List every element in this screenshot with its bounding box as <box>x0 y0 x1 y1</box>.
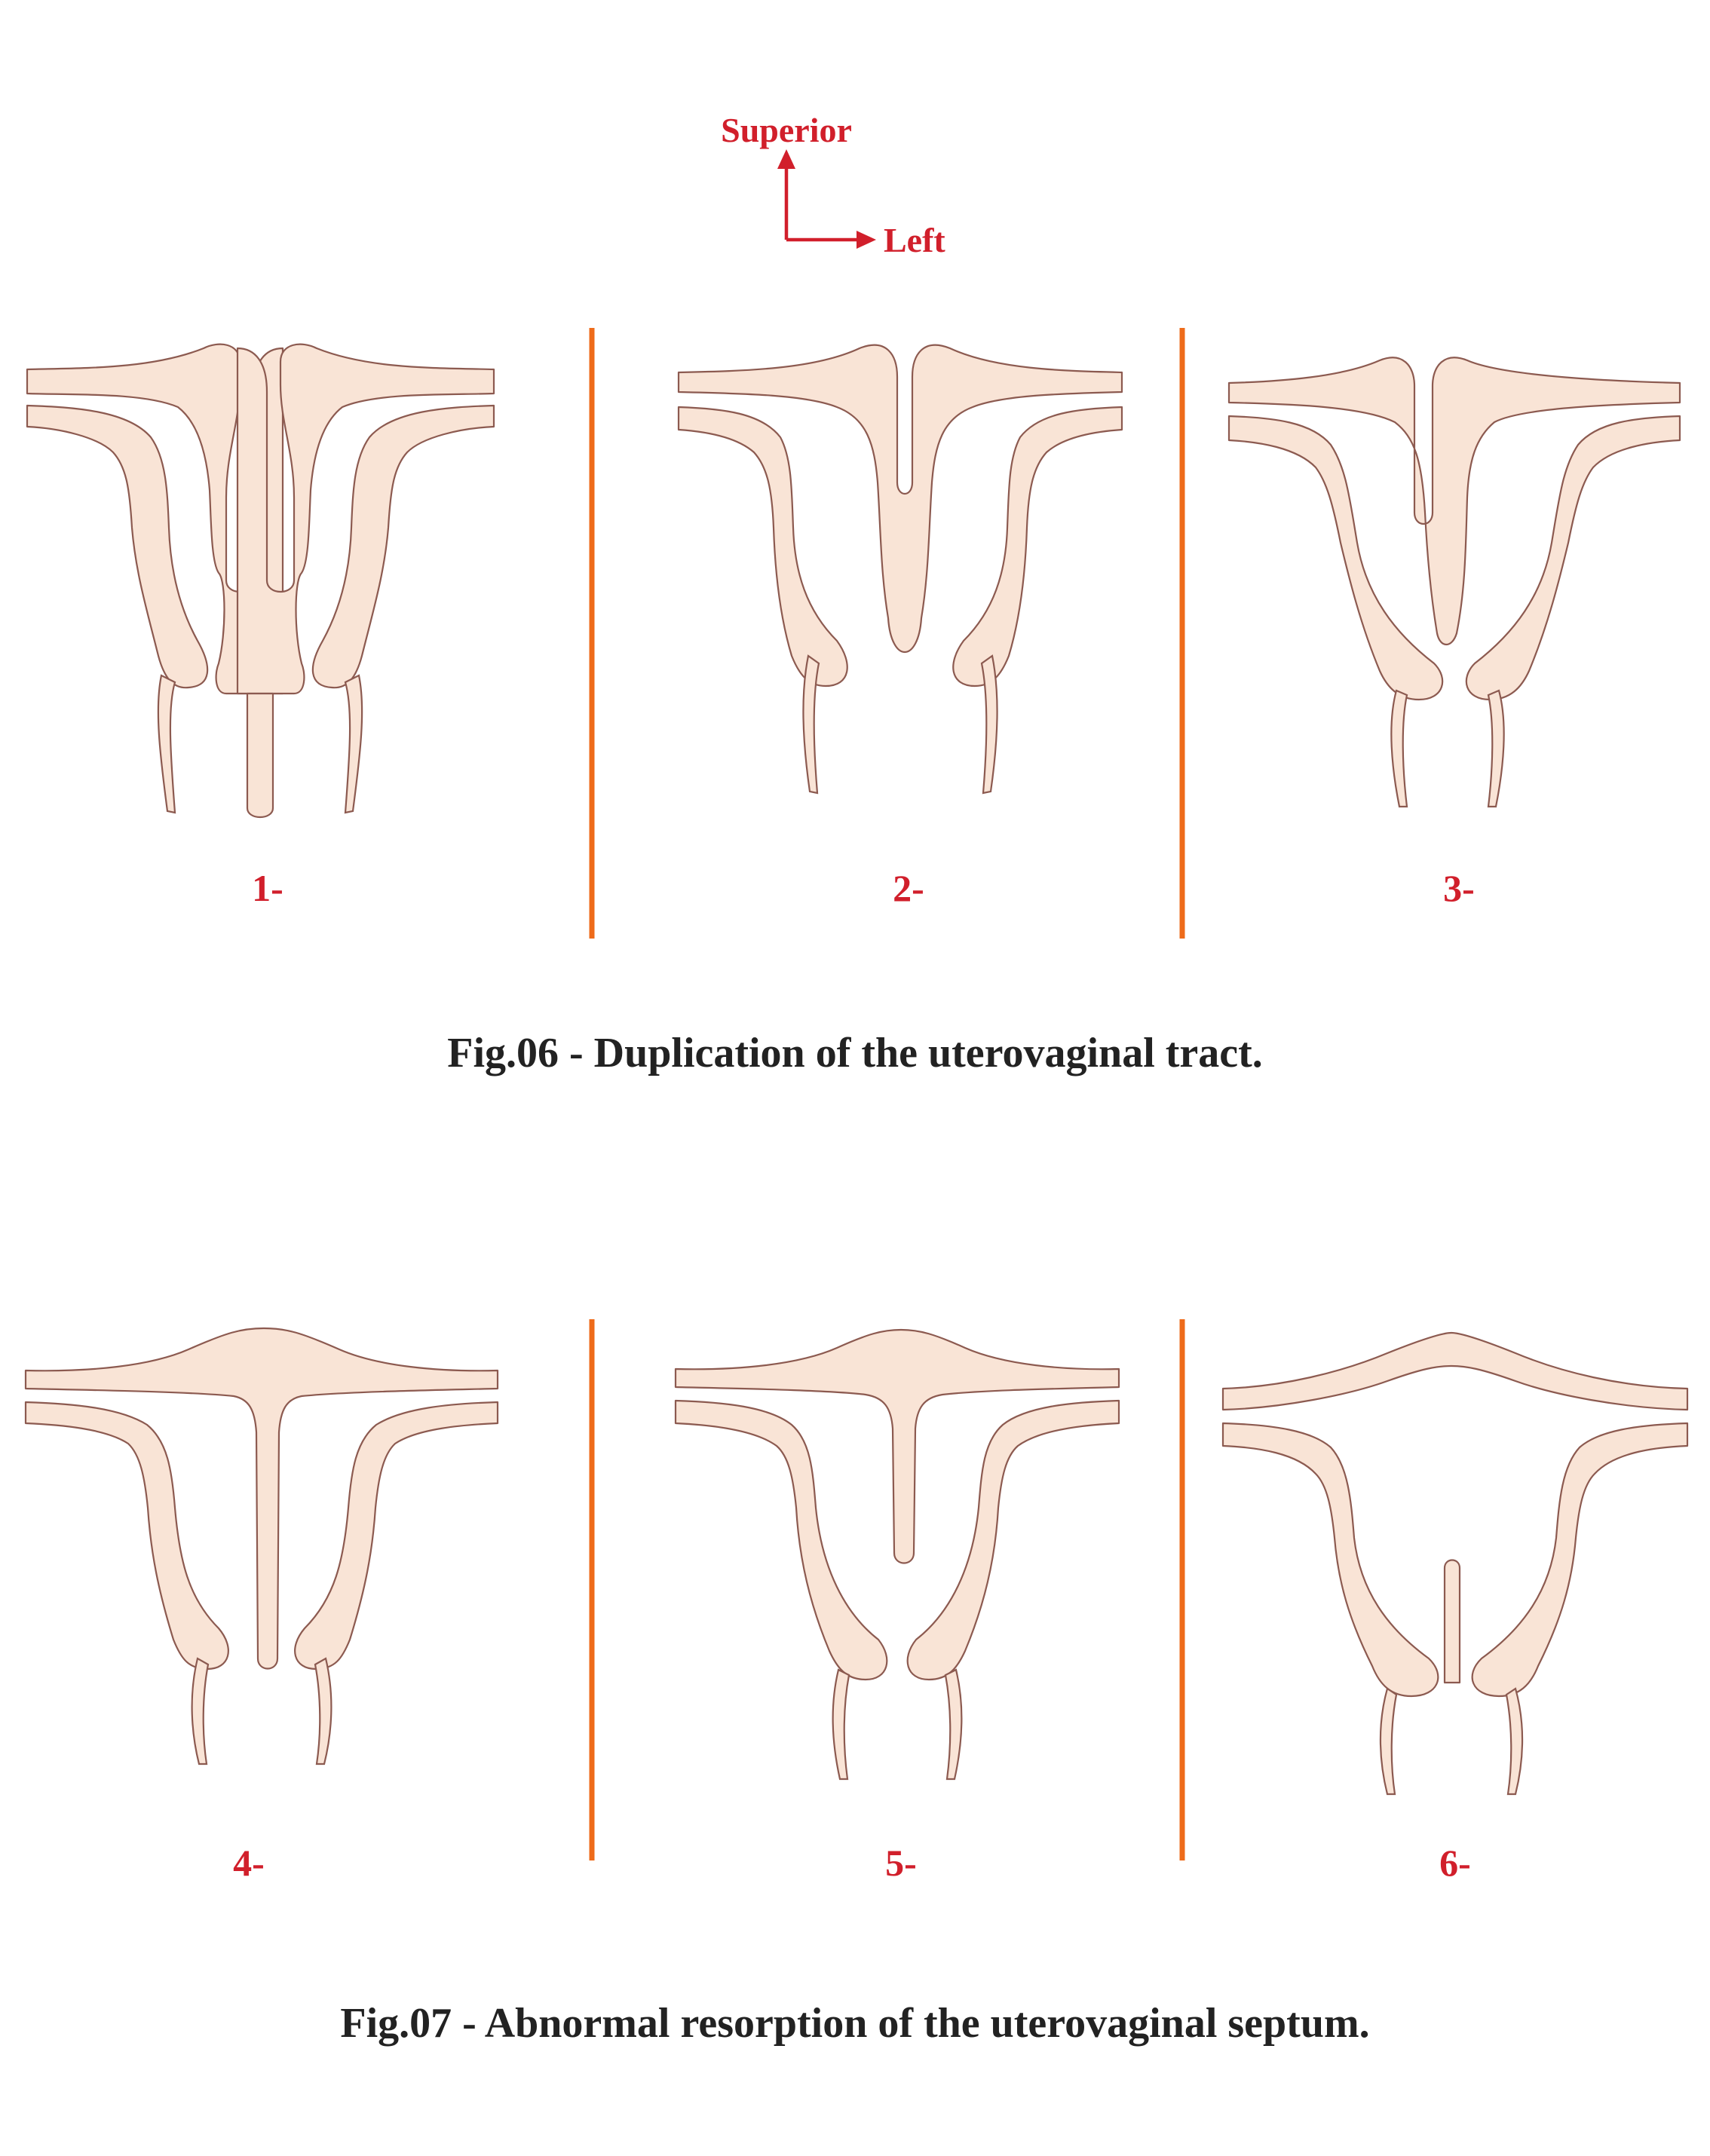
uterus-fundus <box>24 1327 499 1670</box>
figure-caption: Fig.07 - Abnormal resorption of the uter… <box>340 2000 1369 2047</box>
right-tube <box>1471 1422 1689 1698</box>
cervix-canal <box>246 692 274 818</box>
panel-label: 4- <box>233 1842 265 1884</box>
left-tube <box>26 404 209 689</box>
panel-2-diagram <box>677 344 1123 795</box>
left-vagina <box>832 1668 850 1781</box>
panel-label: 3- <box>1443 867 1475 909</box>
uterus-fundus <box>674 1328 1120 1564</box>
figure-07: 4- 5- 6- Fig.07 - Abnormal resorption of… <box>24 1319 1689 2047</box>
panel-6-diagram <box>1221 1331 1689 1796</box>
panel-label: 1- <box>252 867 283 909</box>
panel-label: 2- <box>893 867 924 909</box>
right-vagina <box>944 1668 963 1781</box>
right-vagina <box>1487 689 1505 808</box>
right-vagina <box>344 674 363 814</box>
left-tube <box>24 1401 229 1671</box>
uterus-fundus <box>1221 1331 1689 1411</box>
orientation-arrow-icon <box>784 158 866 242</box>
right-vagina <box>980 654 998 795</box>
superior-label: Superior <box>721 111 852 149</box>
right-tube <box>906 1399 1120 1681</box>
left-vagina <box>1390 689 1408 808</box>
left-tube <box>1227 415 1444 701</box>
panel-label: 6- <box>1439 1842 1471 1884</box>
left-vagina <box>1379 1687 1398 1796</box>
panel-4-diagram <box>24 1327 499 1766</box>
right-tube <box>1465 415 1681 701</box>
uterus-body <box>677 344 1123 653</box>
left-tube <box>1221 1422 1439 1698</box>
panel-1-diagram <box>26 343 495 818</box>
orientation-indicator: Superior Left <box>721 111 945 259</box>
right-tube <box>311 404 495 689</box>
left-vagina <box>157 674 176 814</box>
left-tube <box>677 406 848 688</box>
left-label: Left <box>884 221 945 259</box>
right-tube <box>294 1401 499 1671</box>
left-vagina <box>802 654 820 795</box>
panel-label: 5- <box>885 1842 917 1884</box>
panel-5-diagram <box>674 1328 1120 1781</box>
uterus-left-half <box>26 343 284 695</box>
right-tube <box>952 406 1123 688</box>
panel-3-diagram <box>1227 357 1681 808</box>
figure-06: 1- 2- 3- Fig.06 - Duplication of the ute… <box>26 328 1681 1076</box>
uterus-right-half <box>236 343 495 695</box>
septum-remnant <box>1443 1559 1461 1684</box>
superior-arrowhead-icon <box>777 149 795 169</box>
right-vagina <box>314 1657 332 1766</box>
figure-caption: Fig.06 - Duplication of the uterovaginal… <box>447 1030 1263 1076</box>
uterus-body <box>1227 357 1681 646</box>
left-tube <box>674 1399 888 1681</box>
left-vagina <box>191 1657 210 1766</box>
right-vagina <box>1505 1687 1524 1796</box>
left-arrowhead-icon <box>857 231 876 249</box>
